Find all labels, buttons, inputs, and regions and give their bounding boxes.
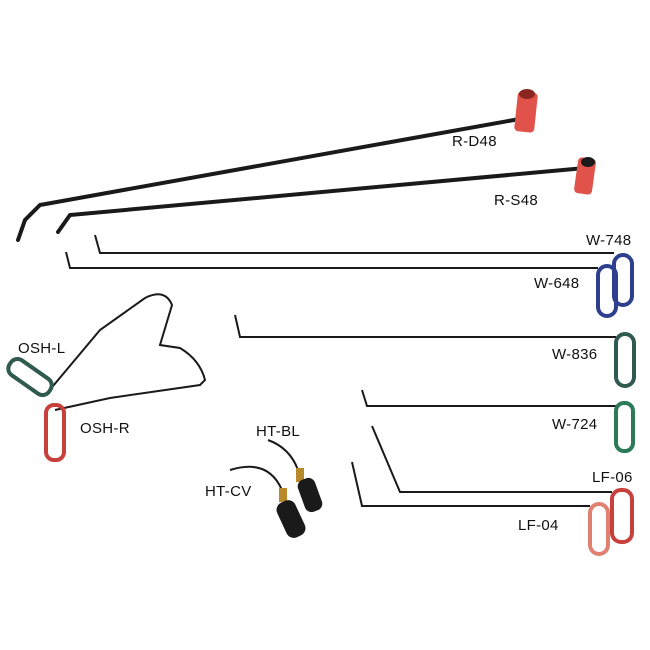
label-osh-r: OSH-R [80,420,130,437]
label-r-s48: R-S48 [494,192,539,209]
label-lf-06: LF-06 [592,469,633,486]
label-w-748: W-748 [586,232,632,249]
rod-w-836 [234,314,636,388]
tool-ht-cv [229,465,306,538]
rod-lf-04 [351,461,610,556]
rod-lf-06 [371,425,634,544]
label-r-d48: R-D48 [452,133,497,150]
label-w-836: W-836 [552,346,598,363]
label-w-648: W-648 [534,275,580,292]
tool-ht-bl [267,439,323,513]
rod-osh [6,293,207,462]
label-w-724: W-724 [552,416,598,433]
rod-w-748 [94,234,634,307]
label-osh-l: OSH-L [18,340,66,357]
rod-r-d48 [16,89,538,242]
label-lf-04: LF-04 [518,517,559,534]
rod-w-724 [361,389,635,453]
label-ht-bl: HT-BL [256,423,301,440]
rod-w-648 [65,251,618,318]
rod-r-s48 [56,157,596,234]
label-ht-cv: HT-CV [205,483,252,500]
